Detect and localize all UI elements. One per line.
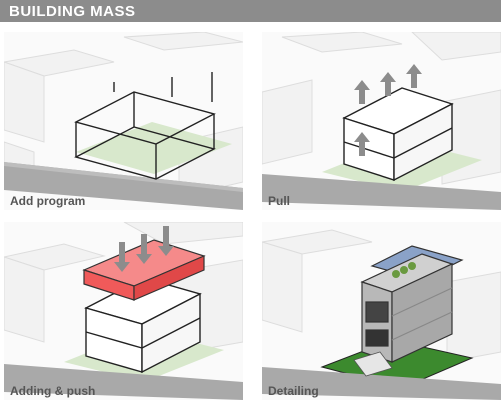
program-frame bbox=[74, 72, 216, 180]
road bbox=[4, 364, 243, 400]
rooftop-plants bbox=[392, 262, 416, 278]
step-label: Add program bbox=[10, 194, 86, 208]
panel-adding-push: Adding & push bbox=[4, 222, 243, 400]
step-label: Detailing bbox=[268, 384, 319, 398]
ground-plane bbox=[76, 122, 232, 174]
added-mass bbox=[84, 277, 202, 374]
adding-push-illustration bbox=[4, 222, 243, 400]
road bbox=[262, 174, 501, 210]
detailing-illustration bbox=[262, 229, 501, 400]
panel-add-program: Add program bbox=[4, 32, 243, 210]
context-buildings bbox=[262, 32, 501, 185]
context-buildings bbox=[262, 229, 501, 363]
panel-pull: Pull bbox=[262, 32, 501, 210]
road bbox=[4, 162, 243, 210]
up-arrow-icon bbox=[354, 64, 422, 156]
add-program-illustration bbox=[4, 32, 243, 210]
entry-steps bbox=[353, 351, 393, 377]
step-label: Adding & push bbox=[10, 384, 96, 398]
down-arrow-icon bbox=[114, 226, 174, 272]
pulled-mass bbox=[342, 87, 454, 182]
panel-detailing: Detailing bbox=[262, 222, 501, 400]
step-label: Pull bbox=[268, 194, 291, 208]
section-title: BUILDING MASS bbox=[9, 3, 136, 20]
header-banner: BUILDING MASS bbox=[0, 0, 501, 22]
road bbox=[262, 367, 501, 400]
detailed-building bbox=[360, 245, 464, 363]
pull-illustration bbox=[262, 32, 501, 210]
